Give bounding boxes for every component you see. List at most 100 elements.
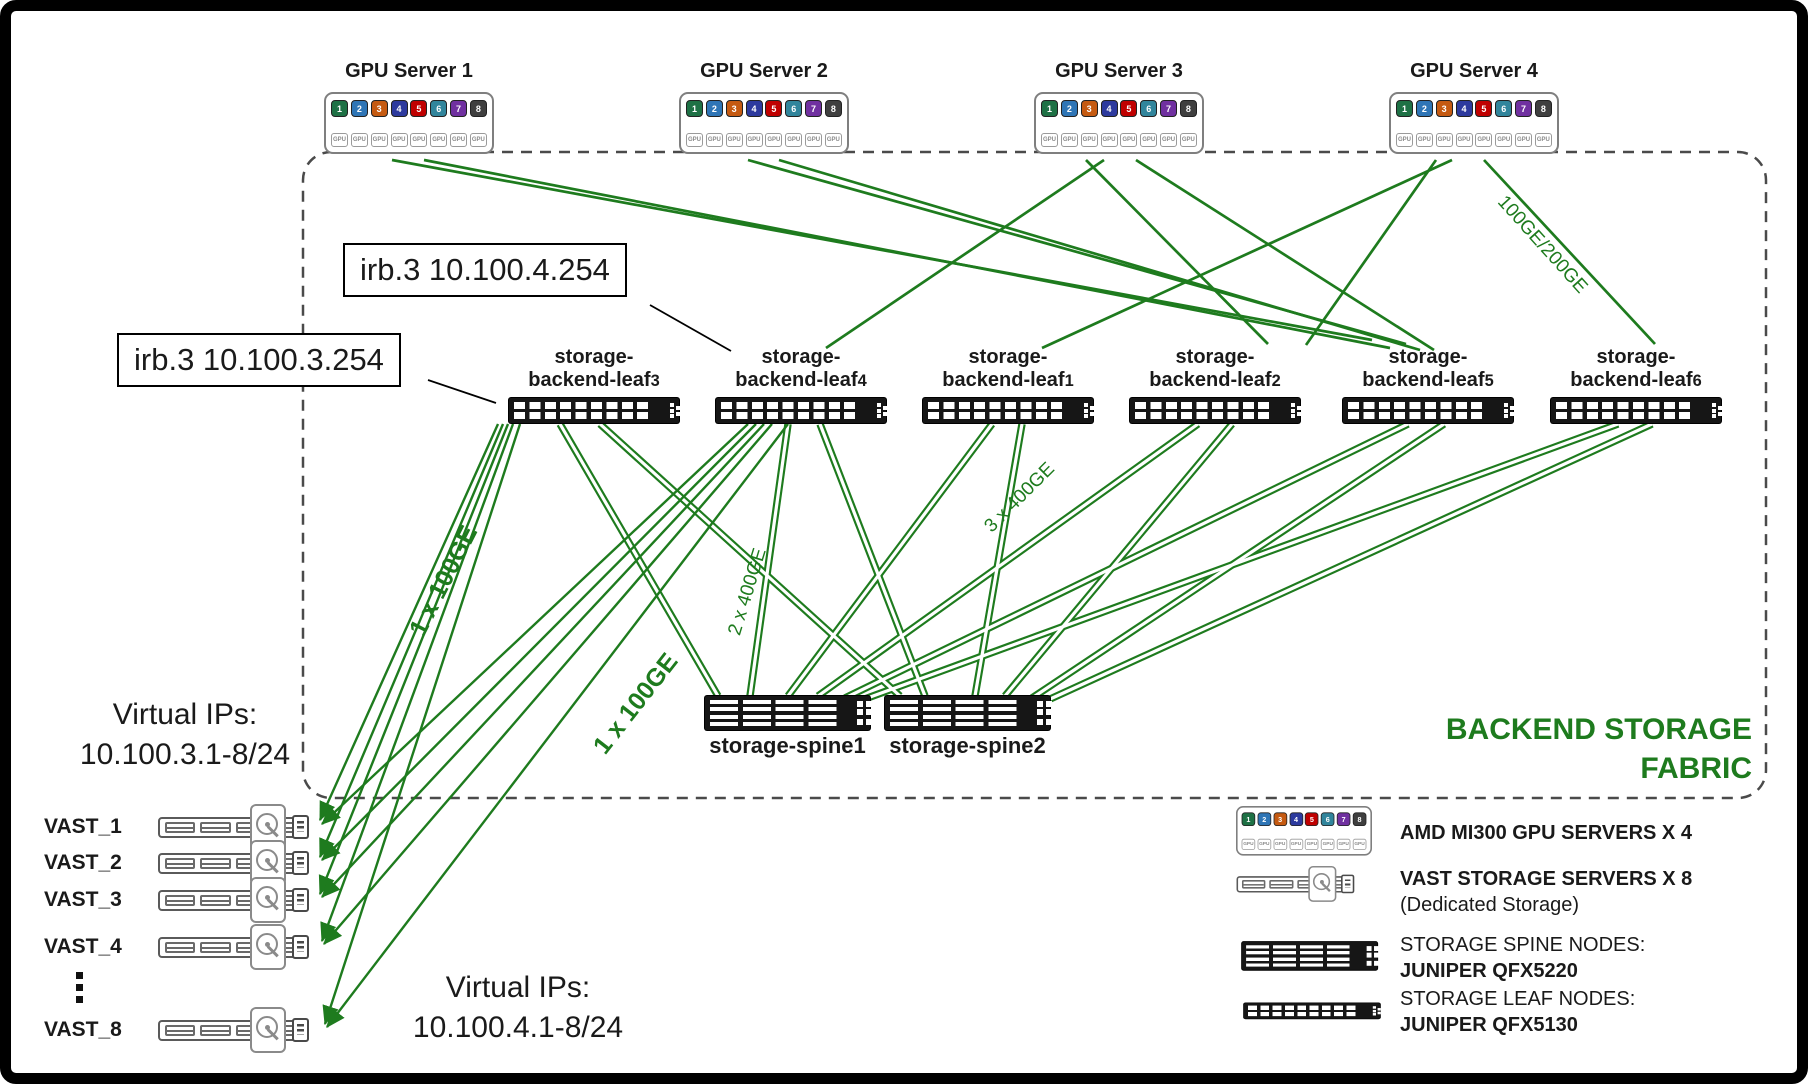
vast-label: VAST_4	[44, 935, 122, 958]
gpu-box-icon: GPU	[745, 133, 763, 147]
virtual-ips-left: Virtual IPs: 10.100.3.1-8/24	[79, 698, 291, 771]
vast-ellipsis	[76, 972, 83, 979]
spine-switch-icon[interactable]	[705, 696, 870, 730]
legend-spine-icon	[1242, 942, 1378, 970]
gpu-box-icon: GPU	[1415, 133, 1433, 147]
disk-icon	[250, 1007, 286, 1053]
switch-ports	[890, 715, 1017, 726]
gpu-box-icon: GPU	[1140, 133, 1158, 147]
vast-label: VAST_8	[44, 1018, 122, 1041]
disk-icon	[250, 924, 286, 970]
switch-ports	[1556, 402, 1694, 419]
gpu-box-icon: GPU	[1305, 838, 1319, 850]
switch-ports	[710, 700, 837, 711]
leaf-label: storage-backend-leaf2	[1149, 346, 1281, 391]
fabric-boundary	[301, 150, 1768, 800]
gpu-chip-7: 7	[1160, 100, 1178, 117]
gpu-leaf-links	[391, 158, 1656, 352]
gpu-box-icon: GPU	[1080, 133, 1098, 147]
nic-icon	[292, 935, 309, 959]
switch-ports	[1135, 402, 1273, 419]
gpu-box-icon: GPU	[1100, 133, 1118, 147]
callout-irb-10-100-4-254: irb.3 10.100.4.254	[343, 243, 627, 297]
leaf-switch-icon[interactable]	[1343, 398, 1513, 423]
gpu-chip-8: 8	[1179, 100, 1197, 117]
switch-leds	[670, 403, 674, 407]
vast-server-icon[interactable]	[158, 877, 358, 923]
gpu-chip-8: 8	[469, 100, 487, 117]
gpu-chip-5: 5	[1305, 812, 1319, 826]
gpu-chip-3: 3	[725, 100, 743, 117]
gpu-box-icon: GPU	[1120, 133, 1138, 147]
spine-switch-storage-spine1: storage-spine1	[705, 696, 870, 759]
gpu-server-3-title: GPU Server 3	[1055, 60, 1183, 82]
gpu-chip-3: 3	[1080, 100, 1098, 117]
leaf-switch-icon[interactable]	[1551, 398, 1721, 423]
gpu-chip-6: 6	[1495, 100, 1513, 117]
leaf-switch-icon[interactable]	[716, 398, 886, 423]
gpu-chip-1: 1	[1241, 812, 1256, 826]
leaf-switch-backend-leaf1: storage-backend-leaf1	[903, 346, 1113, 423]
gpu-chip-5: 5	[765, 100, 783, 117]
gpu-chip-7: 7	[805, 100, 823, 117]
leaf-switch-backend-leaf6: storage-backend-leaf6	[1531, 346, 1741, 423]
gpu-box-icon: GPU	[1320, 838, 1335, 850]
leaf-switch-icon[interactable]	[923, 398, 1093, 423]
gpu-chip-4: 4	[1289, 812, 1303, 826]
gpu-box-icon: GPU	[1160, 133, 1178, 147]
leaf-vast-links	[318, 423, 789, 1028]
vast-server-8: VAST_8	[44, 1007, 344, 1053]
gpu-box-icon: GPU	[1495, 133, 1513, 147]
leaf-switch-backend-leaf4: storage-backend-leaf4	[696, 346, 906, 423]
leaf-label: storage-backend-leaf6	[1570, 346, 1702, 391]
spine-switch-storage-spine2: storage-spine2	[885, 696, 1050, 759]
gpu-box-icon: GPU	[1455, 133, 1473, 147]
gpu-chip-4: 4	[1455, 100, 1473, 117]
spine-switch-icon[interactable]	[885, 696, 1050, 730]
switch-ports	[890, 700, 1017, 711]
gpu-chip-8: 8	[1352, 812, 1367, 826]
gpu-chip-5: 5	[1475, 100, 1493, 117]
leaf-switch-icon[interactable]	[509, 398, 679, 423]
gpu-chip-1: 1	[1396, 100, 1413, 117]
vast-server-3: VAST_3	[44, 877, 344, 923]
legend-leaf-icon	[1244, 1000, 1380, 1019]
leaf-switch-icon[interactable]	[1130, 398, 1300, 423]
gpu-box-icon: GPU	[450, 133, 468, 147]
nic-icon	[292, 851, 309, 875]
vast-server-icon[interactable]	[158, 1007, 358, 1053]
gpu-box-icon: GPU	[1396, 133, 1413, 147]
vast-label: VAST_3	[44, 888, 122, 911]
gpu-box-icon: GPU	[1336, 838, 1351, 850]
switch-leds	[877, 403, 881, 407]
gpu-chip-4: 4	[390, 100, 408, 117]
gpu-box-icon: GPU	[686, 133, 703, 147]
gpu-box-icon: GPU	[390, 133, 408, 147]
switch-leds	[1037, 701, 1043, 707]
gpu-box-icon: GPU	[1534, 133, 1552, 147]
vast-server-icon[interactable]	[158, 924, 358, 970]
gpu-box-icon: GPU	[370, 133, 388, 147]
gpu-chip-1: 1	[1041, 100, 1058, 117]
switch-leds	[1504, 403, 1508, 407]
gpu-box-icon: GPU	[1475, 133, 1493, 147]
leaf-switch-backend-leaf2: storage-backend-leaf2	[1110, 346, 1320, 423]
legend-vast-text: VAST STORAGE SERVERS X 8 (Dedicated Stor…	[1400, 868, 1693, 916]
gpu-chip-6: 6	[1140, 100, 1158, 117]
gpu-chip-2: 2	[705, 100, 723, 117]
nic-icon	[292, 1018, 309, 1042]
gpu-chip-8: 8	[1534, 100, 1552, 117]
gpu-box-icon: GPU	[1515, 133, 1533, 147]
switch-leds	[1291, 403, 1295, 407]
legend-leaf-text: STORAGE LEAF NODES: JUNIPER QFX5130	[1400, 988, 1636, 1036]
gpu-box-icon: GPU	[1241, 838, 1256, 850]
